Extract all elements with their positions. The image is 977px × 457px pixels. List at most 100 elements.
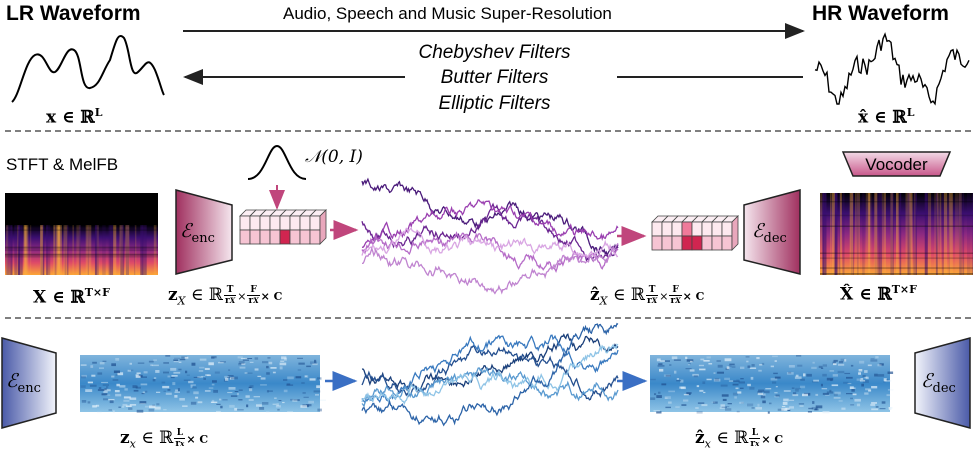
strip-noise: [170, 377, 175, 379]
spectrogram-band: [820, 252, 973, 254]
strip-noise: [687, 364, 690, 366]
strip-noise: [734, 396, 737, 399]
strip-noise: [249, 388, 253, 392]
strip-noise: [800, 378, 805, 381]
strip-noise: [81, 375, 86, 379]
strip-noise: [222, 399, 228, 401]
strip-noise: [239, 366, 246, 369]
strip-noise: [152, 379, 156, 382]
strip-noise: [665, 374, 671, 377]
strip-noise: [849, 386, 854, 389]
strip-noise: [136, 409, 144, 413]
strip-noise: [161, 381, 166, 384]
strip-noise: [852, 393, 857, 396]
latent-cell: [721, 221, 733, 237]
strip-noise: [788, 399, 795, 401]
strip-noise: [658, 363, 663, 365]
strip-noise: [193, 376, 200, 378]
spectrogram-band: [5, 247, 158, 250]
spectrogram-streak: [78, 225, 81, 275]
strip-noise: [713, 372, 716, 374]
latent-cell: [701, 221, 713, 237]
strip-noise: [838, 363, 845, 366]
trajectory: [361, 366, 619, 408]
strip-noise: [280, 360, 285, 362]
strip-noise: [814, 408, 818, 411]
strip-noise: [116, 383, 120, 387]
spectrogram-streak: [135, 225, 137, 275]
spectrogram-streak: [6, 225, 10, 275]
strip-noise: [792, 394, 799, 397]
diffusion-trajectories-mel: [361, 177, 619, 295]
strip-noise: [208, 362, 214, 366]
spectrogram-streak: [822, 193, 824, 275]
strip-noise: [774, 392, 778, 394]
strip-noise: [720, 404, 725, 407]
spectrogram-streak: [834, 193, 837, 275]
strip-noise: [227, 392, 233, 394]
strip-noise: [108, 399, 115, 401]
strip-noise: [115, 374, 118, 376]
spectrogram-streak: [47, 225, 51, 275]
latent-cell: [651, 235, 663, 251]
strip-noise: [706, 378, 712, 381]
latent-cell-side: [319, 209, 327, 245]
spectrogram-streak: [85, 225, 89, 275]
strip-noise: [125, 405, 132, 407]
strip-noise: [785, 407, 790, 410]
strip-noise: [249, 361, 254, 363]
trajectory: [361, 202, 619, 263]
strip-noise: [319, 379, 323, 381]
latent-cell: [661, 221, 673, 237]
strip-noise: [789, 406, 794, 409]
spectrogram-streak: [842, 193, 845, 275]
strip-noise: [290, 398, 294, 401]
strip-noise: [127, 369, 131, 372]
spectrogram-streak: [833, 193, 836, 275]
strip-noise: [153, 377, 157, 379]
strip-noise: [871, 402, 877, 404]
strip-noise: [829, 389, 832, 392]
latent-cell: [279, 229, 291, 245]
strip-noise: [721, 394, 729, 397]
strip-noise: [140, 383, 148, 386]
strip-noise: [246, 372, 253, 374]
spectrogram-streak: [959, 193, 962, 275]
strip-noise: [230, 376, 238, 380]
strip-noise: [135, 375, 141, 378]
strip-noise: [770, 377, 778, 381]
strip-noise: [144, 405, 150, 408]
spectrogram-streak: [10, 225, 13, 275]
strip-noise: [204, 390, 211, 392]
strip-noise: [80, 385, 86, 388]
strip-noise: [312, 363, 318, 366]
strip-noise: [317, 377, 322, 380]
strip-noise: [671, 356, 678, 360]
strip-noise: [163, 371, 169, 374]
trajectory: [361, 333, 619, 394]
strip-noise: [238, 361, 245, 364]
latent-cell: [239, 229, 251, 245]
strip-noise: [174, 357, 180, 359]
spectrogram-streak: [849, 193, 854, 275]
strip-noise: [101, 393, 108, 396]
strip-noise: [887, 371, 894, 374]
strip-noise: [812, 401, 815, 404]
spectrogram-streak: [914, 193, 916, 275]
strip-noise: [841, 407, 846, 410]
spectrogram-streak: [820, 193, 823, 275]
spectrogram-streak: [867, 193, 872, 275]
strip-noise: [287, 376, 294, 380]
strip-noise: [175, 389, 178, 392]
strip-noise: [276, 403, 279, 406]
strip-noise: [136, 372, 141, 374]
strip-noise: [685, 368, 692, 370]
spectrogram-streak: [14, 225, 18, 275]
strip-noise: [178, 368, 182, 371]
spectrogram-streak: [6, 225, 9, 275]
strip-noise: [681, 404, 687, 406]
spectrogram-streak: [87, 225, 89, 275]
strip-noise: [860, 378, 864, 380]
strip-noise: [758, 389, 765, 392]
